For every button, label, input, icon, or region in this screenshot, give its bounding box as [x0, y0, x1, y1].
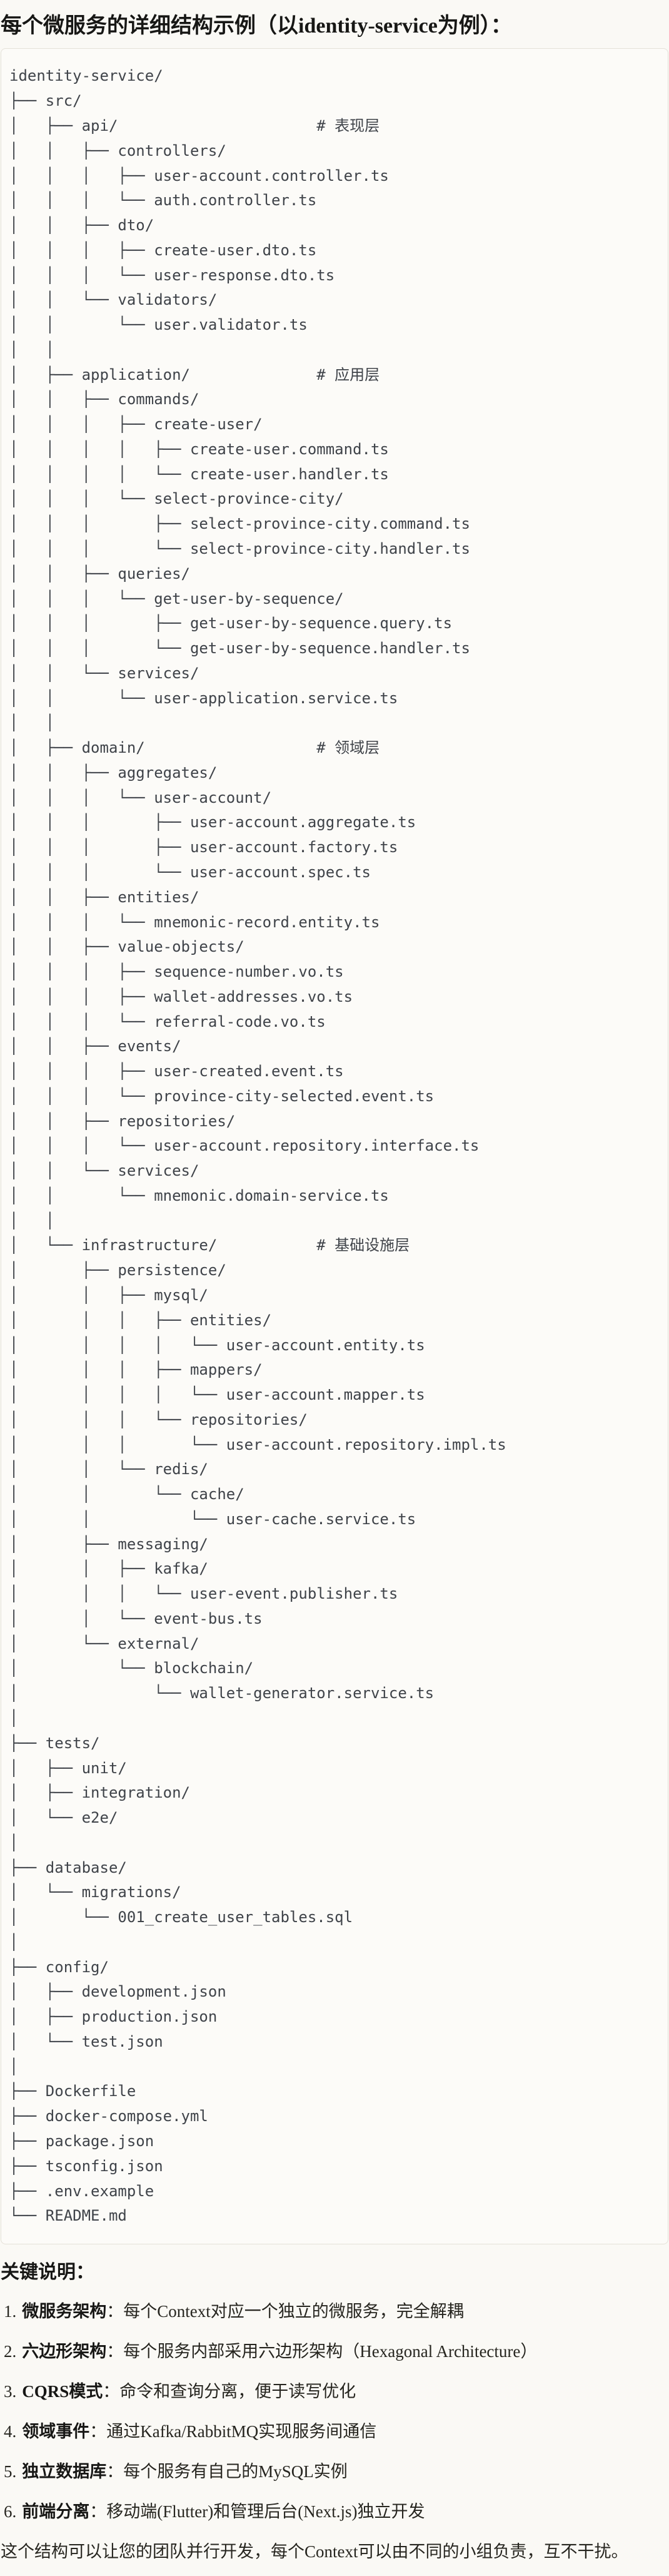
note-label: 六边形架构	[22, 2342, 107, 2361]
directory-tree: identity-service/ ├── src/ │ ├── api/ # …	[9, 67, 506, 2225]
closing-paragraph: 这个结构可以让您的团队并行开发，每个Context可以由不同的小组负责，互不干扰…	[1, 2542, 628, 2562]
note-label: 前端分离	[22, 2502, 90, 2522]
code-block: identity-service/ ├── src/ │ ├── api/ # …	[1, 48, 668, 2245]
note-text: 每个服务有自己的MySQL实例	[123, 2462, 348, 2482]
note-text: 每个服务内部采用六边形架构（Hexagonal Architecture）	[123, 2342, 538, 2361]
note-colon: ：	[106, 2302, 124, 2321]
note-text: 通过Kafka/RabbitMQ实现服务间通信	[106, 2422, 377, 2441]
note-item: 6.前端分离：移动端(Flutter)和管理后台(Next.js)独立开发	[0, 2499, 669, 2524]
note-number: 5.	[4, 2462, 17, 2482]
notes-list: 1.微服务架构：每个Context对应一个独立的微服务，完全解耦 2.六边形架构…	[0, 2299, 669, 2524]
note-item: 5.独立数据库：每个服务有自己的MySQL实例	[0, 2459, 669, 2484]
note-label: 微服务架构	[22, 2302, 107, 2321]
note-number: 1.	[4, 2302, 17, 2321]
note-colon: ：	[106, 2342, 124, 2361]
note-text: 每个Context对应一个独立的微服务，完全解耦	[123, 2302, 464, 2321]
note-text: 移动端(Flutter)和管理后台(Next.js)独立开发	[106, 2502, 425, 2522]
note-number: 4.	[4, 2422, 17, 2441]
note-text: 命令和查询分离，便于读写优化	[119, 2382, 356, 2401]
note-number: 3.	[4, 2382, 17, 2401]
note-label: 领域事件	[22, 2422, 90, 2441]
note-colon: ：	[89, 2502, 107, 2522]
note-item: 2. 六边形架构：每个服务内部采用六边形架构（Hexagonal Architec…	[0, 2339, 669, 2364]
note-colon: ：	[106, 2462, 124, 2482]
note-number: 2.	[4, 2342, 17, 2361]
note-label: CQRS模式	[22, 2382, 103, 2401]
notes-heading: 关键说明：	[1, 2262, 94, 2283]
note-item: 1. 微服务架构：每个Context对应一个独立的微服务，完全解耦	[0, 2299, 669, 2324]
note-item: 3. CQRS模式：命令和查询分离，便于读写优化	[0, 2379, 669, 2404]
note-label: 独立数据库	[22, 2462, 107, 2482]
note-colon: ：	[89, 2422, 107, 2441]
page-title: 每个微服务的详细结构示例（以identity-service为例）：	[1, 14, 512, 38]
note-colon: ：	[103, 2382, 120, 2401]
note-item: 4. 领域事件：通过Kafka/RabbitMQ实现服务间通信	[0, 2419, 669, 2444]
note-number: 6.	[4, 2502, 17, 2522]
